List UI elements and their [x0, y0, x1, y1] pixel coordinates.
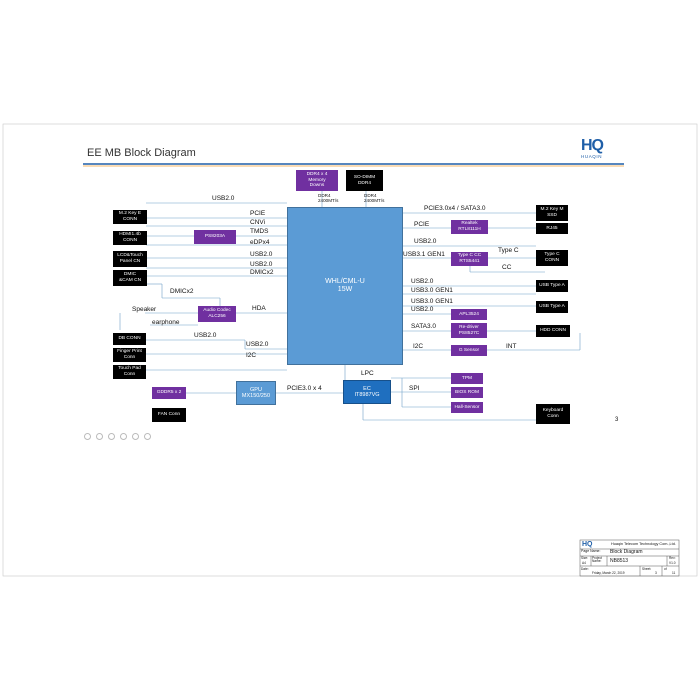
audio-codec-box: Audio Codec ALC256 [198, 306, 236, 322]
memory-down-spec: DDR4 2400MT/s [318, 193, 339, 203]
title-block-of: 11 [672, 571, 676, 575]
fit-page-icon[interactable] [120, 433, 127, 440]
sig-spi: SPI [409, 385, 420, 392]
realtek-box: Realtek RTL8111H [451, 220, 488, 234]
title-block-date-label: Date: [581, 567, 589, 571]
zoom-out-icon[interactable] [84, 433, 91, 440]
dmic-cam-conn: DMIC &CAM CN [113, 270, 147, 286]
hdd-conn: HDD CONN [536, 325, 570, 337]
memory-down-box: DDR4 x 4 Memory Downs [296, 170, 338, 191]
hdmi-conn: HDMI1.4b CONN [113, 231, 147, 245]
g-sensor-box: G Sensor [451, 345, 487, 356]
bios-rom-box: BIOS ROM [451, 387, 483, 398]
title-block-date: Friday, March 22, 2019 [592, 571, 625, 575]
sig-usb20-top: USB2.0 [212, 195, 235, 202]
gddr5-box: GDDR5 x 2 [152, 387, 186, 399]
sig-pcie-left: PCIE [250, 210, 266, 217]
title-block-of-label: of [664, 567, 667, 571]
hall-sensor-box: Hall-Sensor [451, 402, 483, 413]
sig-speaker: Speaker [132, 306, 157, 313]
title-block-sheet: 3 [655, 571, 657, 575]
redriver-box: Re-driver PS8527C [451, 323, 487, 338]
title-block-size: A4 [582, 561, 586, 565]
m2-key-e-conn: M.2 Key E CONN [113, 210, 147, 224]
sig-usb20-r3: USB2.0 [411, 306, 434, 313]
sig-usb20-r2: USB2.0 [411, 278, 434, 285]
gpu-name: GPU [250, 386, 262, 393]
page-title: EE MB Block Diagram [87, 147, 196, 159]
sig-usb30-b: USB3.0 GEN1 [411, 298, 453, 305]
type-c-cc-box: Type C CC RTS5441 [451, 252, 488, 266]
title-block-rev-label: Rev: [669, 556, 676, 560]
lcd-touch-panel-conn: LCD&Touch Panel CN [113, 251, 147, 267]
title-block-page-name: Block Diagram [610, 549, 643, 555]
sig-usb20-b: USB2.0 [250, 261, 273, 268]
ec-block: EC IT8987VG [343, 380, 391, 404]
title-block-page-name-label: Page Name: [581, 549, 601, 553]
ec-part: IT8987VG [354, 392, 380, 398]
sodimm-box: SO-DIMM DDR4 [346, 170, 383, 191]
usb-type-a-1: USB Type A [536, 280, 568, 292]
title-block-sheet-label: Sheet: [642, 567, 652, 571]
sig-cc: CC [502, 264, 512, 271]
sig-pcie-gpu: PCIE3.0 x 4 [287, 385, 322, 392]
ec-name: EC [363, 385, 371, 392]
finger-print-conn: Finger Print Conn [113, 348, 146, 362]
sig-usb20-db: USB2.0 [194, 332, 217, 339]
gpu-block: GPU MX150/250 [236, 381, 276, 405]
apl3524-box: APL3524 [451, 309, 487, 320]
company-logo: HQ HUAQIN [581, 137, 604, 159]
sig-tmds: TMDS [250, 228, 269, 235]
m2-key-m-ssd: M.2 Key M SSD [536, 205, 568, 221]
keyboard-conn: Keyboard Conn [536, 404, 570, 424]
title-block-size-label: Size: [581, 556, 589, 560]
sig-i2c-right: I2C [413, 343, 424, 350]
db-conn: DB CONN [113, 333, 146, 345]
sig-i2c-left: I2C [246, 352, 257, 359]
sig-earphone: earphone [152, 319, 180, 326]
sig-dmic-a: DMICx2 [170, 288, 194, 295]
sig-dmic-b: DMICx2 [250, 269, 274, 276]
sig-usb31: USB3.1 GEN1 [403, 251, 445, 258]
sig-usb20-right: USB2.0 [414, 238, 437, 245]
sig-edp: eDPx4 [250, 239, 270, 246]
sig-int: INT [506, 343, 517, 350]
title-block-project: NB8513 [610, 558, 629, 564]
touch-pad-conn: Touch Pad Conn [113, 365, 146, 379]
title-block-company: Huaqin Telecom Technology Com.,Ltd. [611, 542, 676, 546]
sig-pcie-right: PCIE [414, 221, 430, 228]
sig-cnvi: CNVi [250, 219, 266, 226]
sig-type-c: Type C [498, 247, 519, 254]
title-block-project-label: Project Name: [592, 556, 602, 564]
cpu-power: 15W [337, 286, 353, 293]
sig-usb30-a: USB3.0 GEN1 [411, 287, 453, 294]
rotate-icon[interactable] [108, 433, 115, 440]
usb-type-a-2: USB Type A [536, 301, 568, 313]
tpm-box: TPM [451, 373, 483, 384]
cpu-name: WHL/CML-U [325, 277, 365, 285]
title-block-logo: HQ [582, 541, 593, 548]
gpu-part: MX150/250 [241, 393, 271, 399]
type-c-conn: Type C CONN [536, 250, 568, 266]
sig-sata30: SATA3.0 [411, 323, 437, 330]
rj45-conn: RJ45 [536, 223, 568, 234]
sig-usb20-fp: USB2.0 [246, 341, 269, 348]
page-number: 3 [615, 417, 619, 423]
fan-conn: FAN Conn [152, 408, 186, 422]
print-icon[interactable] [132, 433, 139, 440]
zoom-in-icon[interactable] [96, 433, 103, 440]
title-block-rev: V1.0 [669, 561, 676, 565]
sig-pcie-sata: PCIE3.0x4 / SATA3.0 [424, 205, 486, 212]
ps8203a-box: PS8203A [194, 230, 236, 244]
sig-usb20-a: USB2.0 [250, 251, 273, 258]
sodimm-spec: DDR4 2400MT/s [364, 193, 385, 203]
download-icon[interactable] [144, 433, 151, 440]
sig-hda: HDA [252, 305, 266, 312]
cpu-block: WHL/CML-U 15W [287, 207, 403, 365]
sig-lpc: LPC [361, 370, 374, 377]
